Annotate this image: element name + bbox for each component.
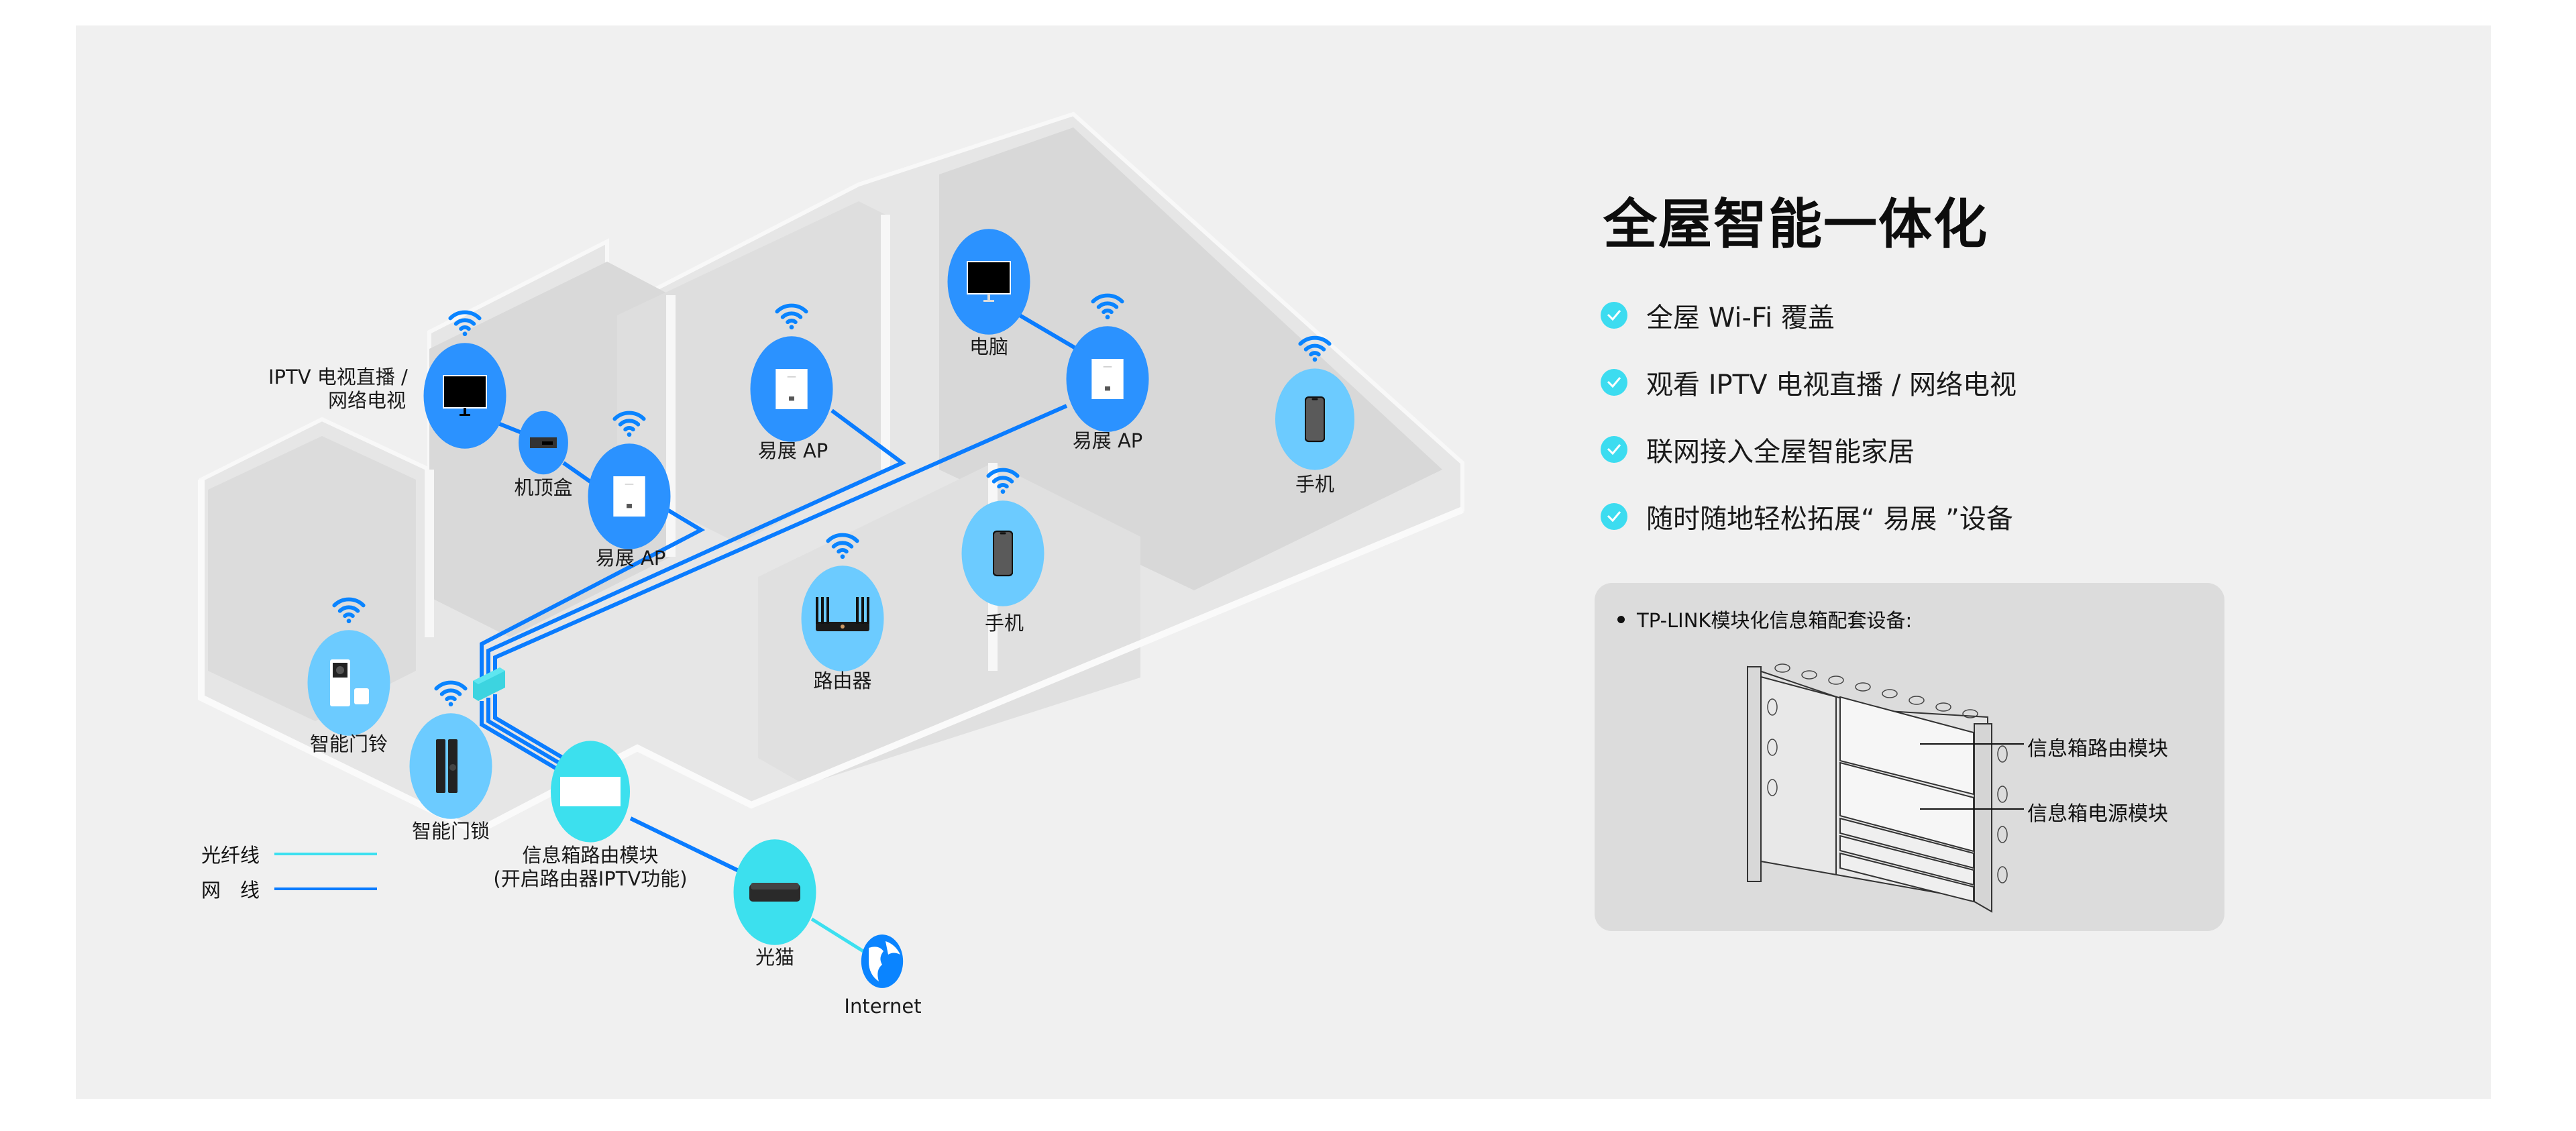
- ap-mid-label: 易展 AP: [757, 439, 828, 462]
- check-circle-icon: [1601, 503, 1627, 530]
- node-router: [801, 535, 884, 671]
- check-circle-icon: [1601, 436, 1627, 463]
- node-ap-bedroom: [1066, 296, 1149, 432]
- wall-ap-icon: [775, 369, 808, 409]
- phone-right-label: 手机: [1295, 473, 1335, 496]
- optical-modem-icon: [749, 883, 800, 902]
- router-icon: [816, 597, 869, 631]
- legend-fiber-label: 光纤线: [201, 844, 260, 867]
- node-modem: [733, 839, 816, 945]
- box-router-label-line2: (开启路由器IPTV功能): [493, 867, 688, 890]
- junction-box-icon: [473, 667, 505, 701]
- feature-list: 全屋 Wi-Fi 覆盖 观看 IPTV 电视直播 / 网络电视 联网接入全屋智能…: [1601, 282, 2017, 550]
- box-router-label: 信息箱路由模块 (开启路由器IPTV功能): [493, 844, 687, 891]
- wall-ap-icon: [613, 476, 645, 517]
- legend-fiber: 光纤线: [201, 840, 378, 868]
- globe-icon: [869, 941, 900, 981]
- box-router-module-icon: [560, 777, 621, 806]
- node-circle: [861, 934, 904, 988]
- cable-to-box-2: [493, 694, 593, 777]
- box-router-label-line1: 信息箱路由模块: [522, 844, 659, 867]
- legend-ethernet: 网 线: [201, 875, 378, 903]
- page-title: 全屋智能一体化: [1603, 193, 1988, 256]
- node-settop: [519, 411, 568, 475]
- wall-ap-icon: [1091, 359, 1124, 399]
- settop-label: 机顶盒: [514, 476, 573, 499]
- doorbell-icon: [330, 659, 369, 706]
- legend-fiber-swatch: [274, 853, 378, 855]
- ap-living-label: 易展 AP: [595, 547, 666, 570]
- legend-ethernet-swatch: [274, 887, 378, 890]
- computer-label: 电脑: [969, 335, 1009, 358]
- info-box-cabinet-icon: [1747, 663, 2024, 913]
- callout-router-module: 信息箱路由模块: [2027, 737, 2168, 761]
- check-circle-icon: [1601, 302, 1627, 329]
- cable-to-doorlock-route: [480, 701, 580, 784]
- monitor-icon: [967, 261, 1011, 302]
- node-doorbell: [307, 600, 390, 736]
- node-iptv: [423, 313, 506, 449]
- fiber-cable: [810, 917, 867, 955]
- info-box-heading: TP-LINK模块化信息箱配套设备:: [1617, 605, 1912, 633]
- legend-ethernet-label: 网 线: [201, 879, 260, 902]
- set-top-box-icon: [530, 437, 557, 448]
- phone-icon: [993, 530, 1013, 577]
- node-phone-mid: [961, 470, 1044, 606]
- internet-label: Internet: [844, 995, 922, 1018]
- door-lock-icon: [436, 739, 458, 793]
- node-phone-right: [1275, 338, 1355, 470]
- doorbell-label: 智能门铃: [309, 733, 388, 755]
- cable-to-ap-bedroom: [493, 404, 1068, 672]
- ap-bedroom-label: 易展 AP: [1072, 429, 1143, 452]
- info-box: TP-LINK模块化信息箱配套设备: 信息箱路由模块 信息箱电源模块: [1595, 583, 2224, 931]
- ethernet-cables: [480, 313, 1078, 874]
- router-label: 路由器: [813, 669, 872, 692]
- iptv-label: IPTV 电视直播 / 网络电视: [268, 366, 408, 413]
- feature-text: 全屋 Wi-Fi 覆盖: [1646, 303, 1835, 333]
- cable-to-box-1: [486, 698, 586, 780]
- iptv-label-line1: IPTV 电视直播 /: [268, 366, 408, 388]
- modem-label: 光猫: [755, 946, 795, 969]
- cable-computer-ap: [1018, 313, 1078, 351]
- tv-icon: [443, 375, 487, 416]
- feature-item: 观看 IPTV 电视直播 / 网络电视: [1601, 349, 2017, 416]
- cable-box-modem: [629, 816, 743, 874]
- node-box-router: [550, 741, 631, 843]
- node-ap-mid: [750, 306, 833, 442]
- doorlock-label: 智能门锁: [411, 820, 490, 843]
- check-circle-icon: [1601, 369, 1627, 396]
- phone-mid-label: 手机: [984, 612, 1024, 635]
- cable-to-ap-mid: [486, 409, 906, 675]
- node-internet: [861, 934, 904, 988]
- node-circle: [801, 566, 884, 671]
- feature-text: 联网接入全屋智能家居: [1646, 437, 1915, 468]
- cable-to-ap-living: [480, 506, 706, 678]
- node-computer: [947, 229, 1030, 335]
- node-doorlock: [409, 683, 492, 819]
- info-box-heading-text: TP-LINK模块化信息箱配套设备:: [1637, 609, 1913, 632]
- feature-text: 随时随地轻松拓展“ 易展 ”设备: [1646, 504, 2013, 535]
- house-floorplan: [198, 111, 1464, 836]
- feature-item: 随时随地轻松拓展“ 易展 ”设备: [1601, 483, 2017, 550]
- feature-item: 联网接入全屋智能家居: [1601, 416, 2017, 483]
- feature-item: 全屋 Wi-Fi 覆盖: [1601, 282, 2017, 349]
- phone-icon: [1305, 396, 1325, 443]
- iptv-label-line2: 网络电视: [327, 388, 406, 412]
- node-ap-living: [588, 413, 671, 549]
- callout-power-module: 信息箱电源模块: [2027, 802, 2168, 826]
- bullet-dot: [1617, 615, 1625, 623]
- feature-text: 观看 IPTV 电视直播 / 网络电视: [1646, 370, 2017, 400]
